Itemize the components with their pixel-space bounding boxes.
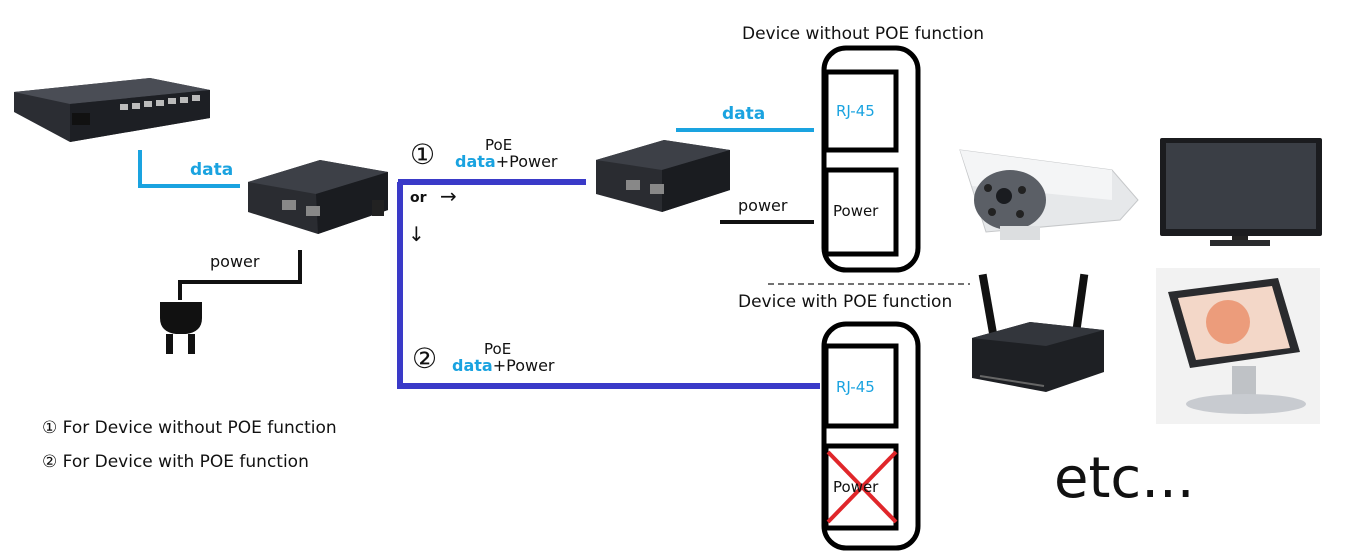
poe-bottom-label: PoE bbox=[484, 340, 512, 358]
source-power-label: power bbox=[210, 252, 260, 271]
data-power-top-label: data+Power bbox=[455, 152, 558, 171]
rj45-bottom-label: RJ-45 bbox=[836, 378, 875, 396]
legend-marker-2: ② bbox=[42, 452, 58, 472]
device-without-poe-title: Device without POE function bbox=[742, 24, 985, 44]
or-label: or bbox=[410, 190, 427, 206]
poe-injector-icon bbox=[248, 160, 388, 234]
data-power-bottom-label: data+Power bbox=[452, 356, 555, 375]
cross-icon bbox=[826, 450, 898, 524]
poe-splitter-icon bbox=[596, 140, 730, 212]
injector-power-line bbox=[178, 250, 302, 300]
poe-top-label: PoE bbox=[485, 136, 513, 154]
etc-label: etc... bbox=[1054, 446, 1195, 511]
power-box-bottom-label: Power bbox=[833, 478, 879, 496]
power-plug-icon bbox=[160, 302, 202, 354]
legend-item-2: ② For Device with POE function bbox=[42, 452, 309, 472]
rj45-top-label: RJ-45 bbox=[836, 102, 875, 120]
legend-text-1: For Device without POE function bbox=[62, 418, 337, 438]
device-with-poe-title: Device with POE function bbox=[738, 292, 953, 312]
kiosk-icon bbox=[1156, 268, 1320, 424]
switch-data-label: data bbox=[190, 160, 234, 180]
network-switch-icon bbox=[14, 78, 210, 142]
legend-marker-1: ① bbox=[42, 418, 58, 438]
legend-item-1: ① For Device without POE function bbox=[42, 418, 337, 438]
device-with-poe-box bbox=[821, 321, 921, 551]
legend-text-2: For Device with POE function bbox=[62, 452, 309, 472]
device-without-poe-box bbox=[821, 45, 921, 273]
circle-1-marker: ① bbox=[410, 138, 436, 171]
ip-camera-icon bbox=[959, 149, 1139, 240]
switch-data-line bbox=[138, 150, 240, 188]
router-icon bbox=[972, 273, 1104, 392]
arrow-down-icon: ↓ bbox=[408, 222, 425, 246]
splitter-data-label: data bbox=[722, 104, 766, 124]
poe-line-bottom bbox=[397, 182, 820, 389]
splitter-power-label: power bbox=[738, 196, 788, 215]
circle-2-marker: ② bbox=[412, 342, 438, 375]
power-box-top-label: Power bbox=[833, 202, 879, 220]
arrow-right-icon: → bbox=[440, 184, 457, 208]
monitor-icon bbox=[1160, 138, 1322, 246]
